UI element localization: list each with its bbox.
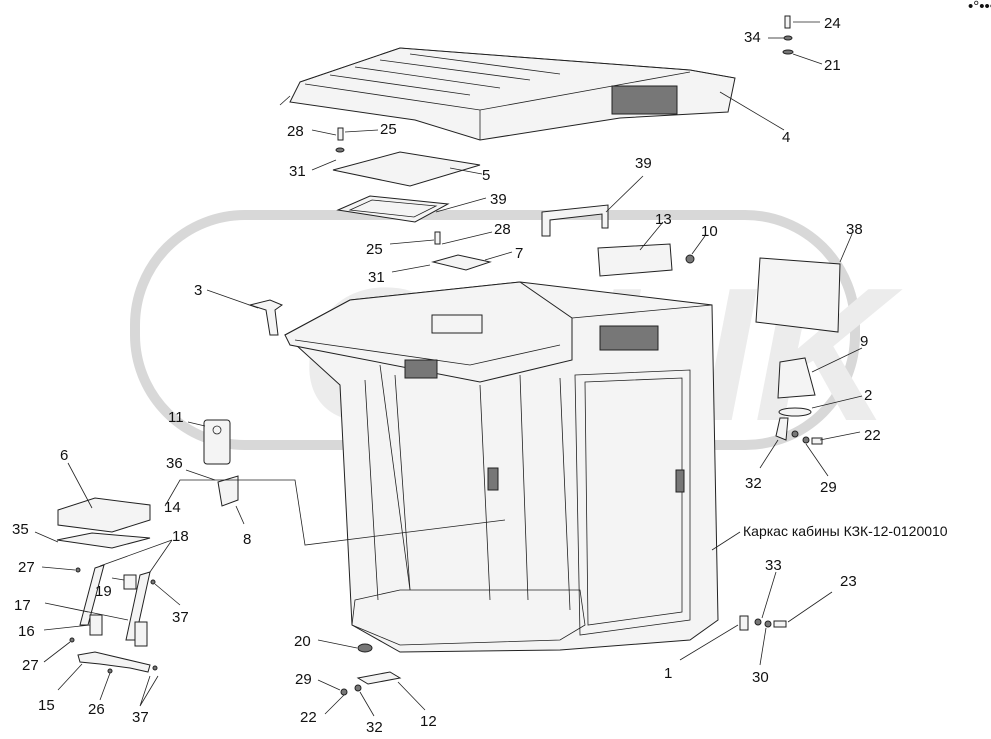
label-22b: 22 [300, 709, 317, 726]
cover-7 [431, 254, 492, 271]
mirror-bracket-3 [248, 299, 284, 336]
label-39b: 39 [635, 155, 652, 172]
leader-lines [34, 21, 863, 717]
label-4: 4 [782, 129, 790, 146]
step-12 [356, 671, 402, 685]
label-25b: 25 [366, 241, 383, 258]
label-8: 8 [243, 531, 251, 548]
label-31a: 31 [289, 163, 306, 180]
panel-5 [332, 151, 481, 187]
bracket-2 [778, 407, 812, 417]
label-27a: 27 [18, 559, 35, 576]
cabin-body [284, 281, 719, 653]
label-34: 34 [744, 29, 761, 46]
label-20: 20 [294, 633, 311, 650]
label-11: 11 [168, 409, 184, 426]
label-28a: 28 [287, 123, 304, 140]
label-31b: 31 [368, 269, 385, 286]
label-18: 18 [172, 528, 189, 545]
label-29a: 29 [820, 479, 837, 496]
label-27b: 27 [22, 657, 39, 674]
label-5: 5 [482, 167, 490, 184]
label-22a: 22 [864, 427, 881, 444]
roof-part [289, 47, 736, 141]
bracket-39 [541, 204, 609, 237]
label-32a: 32 [745, 475, 762, 492]
mat-35 [56, 532, 151, 549]
glass-38 [755, 257, 841, 333]
label-12: 12 [420, 713, 437, 730]
label-35: 35 [12, 521, 29, 538]
label-14: 14 [164, 499, 181, 516]
caption: Каркас кабины КЗК-12-0120010 [743, 523, 948, 539]
label-1: 1 [664, 665, 672, 682]
label-26: 26 [88, 701, 105, 718]
label-16: 16 [18, 623, 35, 640]
label-19: 19 [95, 583, 112, 600]
bracket-1 [739, 615, 749, 631]
wiper-parts [69, 564, 158, 674]
label-36: 36 [166, 455, 183, 472]
box-6 [57, 497, 151, 533]
label-7: 7 [515, 245, 523, 262]
beacon-9 [777, 357, 816, 399]
grommet-20 [357, 643, 373, 653]
label-37b: 37 [132, 709, 149, 726]
lamp-11 [203, 419, 231, 465]
label-39a: 39 [490, 191, 507, 208]
label-3: 3 [194, 282, 202, 299]
label-13: 13 [655, 211, 672, 228]
label-38: 38 [846, 221, 863, 238]
label-23: 23 [840, 573, 857, 590]
label-24: 24 [824, 15, 841, 32]
seal-39 [336, 195, 450, 223]
label-37a: 37 [172, 609, 189, 626]
label-2: 2 [864, 387, 872, 404]
label-10: 10 [701, 223, 718, 240]
label-15: 15 [38, 697, 55, 714]
plate-13 [597, 243, 673, 277]
label-29b: 29 [295, 671, 312, 688]
part-labels: 24 34 21 4 28 25 31 5 39 39 13 10 38 28 … [12, 15, 948, 736]
label-28b: 28 [494, 221, 511, 238]
label-21: 21 [824, 57, 841, 74]
label-17: 17 [14, 597, 31, 614]
bracket-8 [217, 475, 239, 507]
label-9: 9 [860, 333, 868, 350]
label-25a: 25 [380, 121, 397, 138]
label-6: 6 [60, 447, 68, 464]
label-30: 30 [752, 669, 769, 686]
corner-mark: •°••• [968, 0, 991, 15]
screw-10 [685, 254, 695, 264]
label-33: 33 [765, 557, 782, 574]
label-32b: 32 [366, 719, 383, 736]
